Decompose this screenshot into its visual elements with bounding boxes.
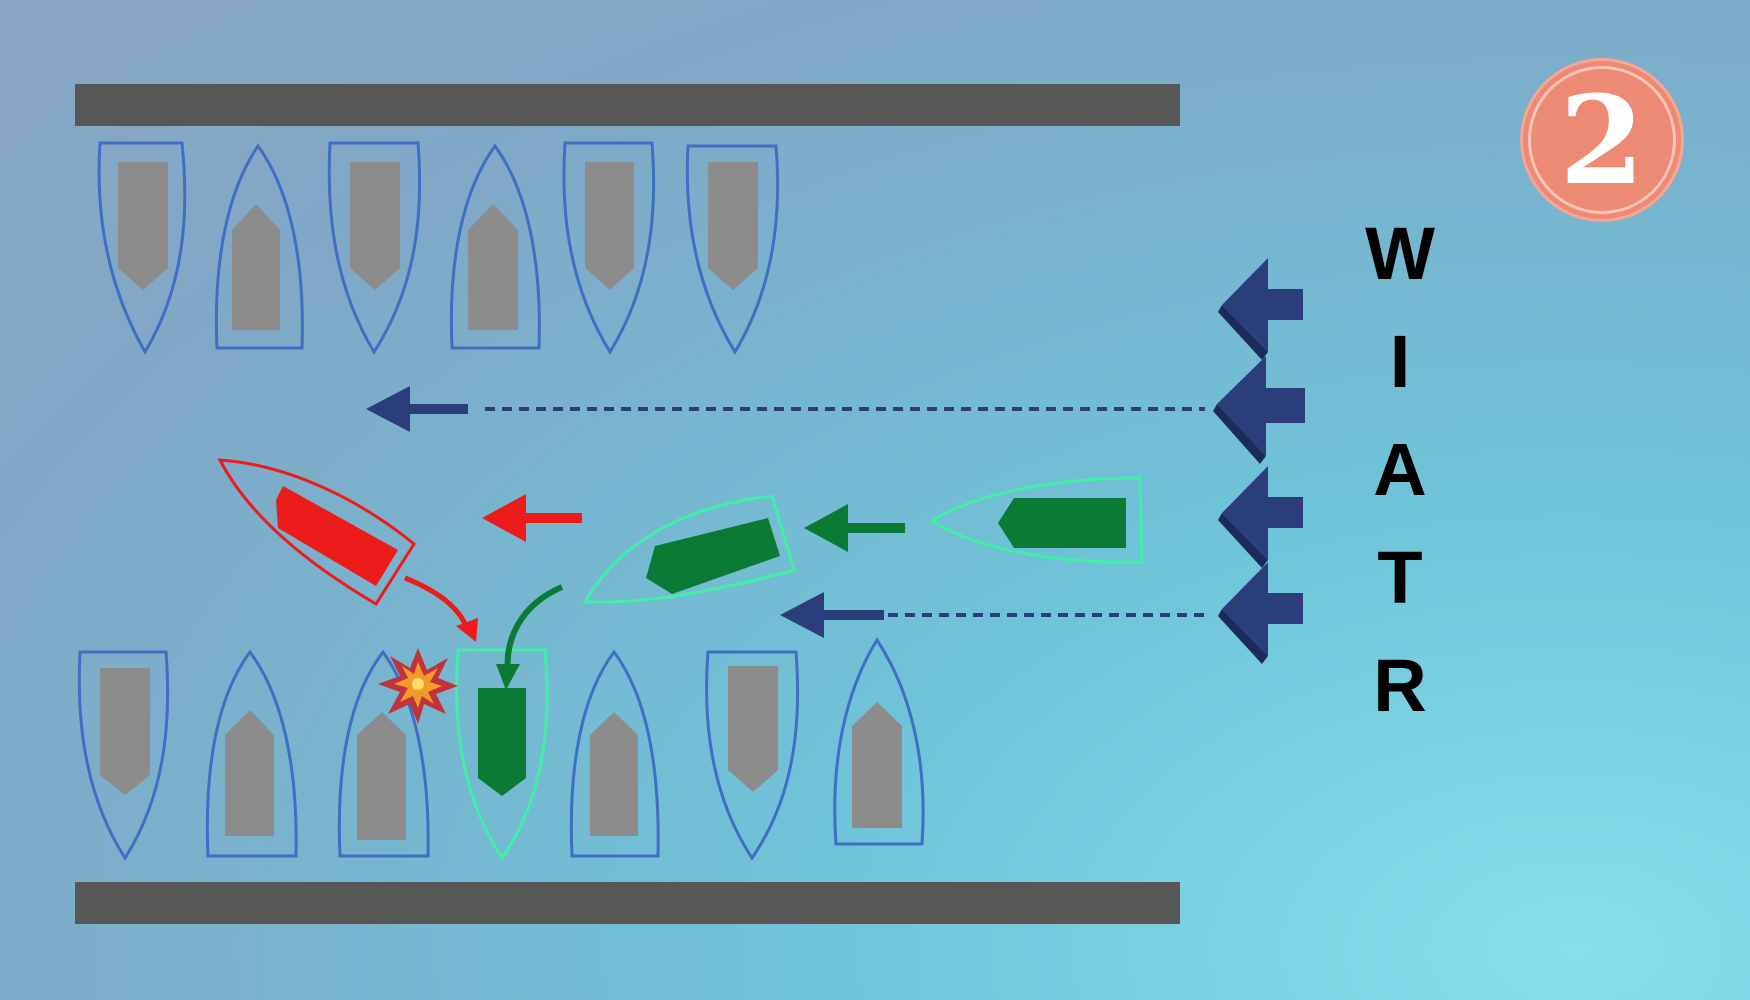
wind-label-letter: R (1373, 644, 1427, 727)
wind-label-letter: W (1365, 212, 1435, 295)
wind-drift-lower (780, 592, 1210, 638)
maneuvering-boat-turning (582, 494, 796, 604)
upper-pier (75, 84, 1180, 126)
wind-label-letter: T (1377, 536, 1423, 619)
moored-boat (569, 649, 660, 858)
moored-boat (833, 637, 925, 846)
moored-boat (685, 144, 780, 355)
wind-drift-upper (366, 386, 1205, 432)
lower-pier (75, 882, 1180, 924)
collision-icon (378, 648, 458, 724)
wind-label-letter: A (1373, 428, 1427, 511)
maneuver-direction-arrow (804, 504, 905, 552)
moored-boat (562, 141, 656, 355)
moored-boat (214, 143, 304, 350)
step-badge: 2 (1520, 58, 1684, 222)
step-number: 2 (1559, 68, 1645, 212)
lower-moored-boats (77, 637, 925, 861)
moored-boat (205, 649, 298, 858)
wind-label-letter: I (1389, 320, 1411, 403)
wind-arrows (1213, 258, 1305, 664)
upper-moored-boats (97, 141, 780, 355)
wind-arrow-icon (1218, 466, 1303, 568)
wind-arrow-icon (1218, 562, 1303, 664)
moored-boat (77, 650, 170, 861)
maneuvering-boat-approaching (929, 476, 1144, 564)
moored-boat (327, 141, 422, 355)
drifting-boat (217, 458, 416, 607)
drift-path-arrow (404, 575, 478, 642)
wind-arrow-icon (1213, 356, 1305, 464)
maneuvering-boat-in-slip (455, 648, 549, 861)
wind-arrow-icon (1218, 258, 1303, 360)
moored-boat (705, 650, 800, 861)
moored-boat (97, 141, 187, 355)
wind-label: W I A T R (1345, 200, 1455, 740)
moored-boat (449, 143, 541, 350)
maneuver-path-arrow (496, 584, 564, 690)
drift-direction-arrow (482, 494, 582, 542)
